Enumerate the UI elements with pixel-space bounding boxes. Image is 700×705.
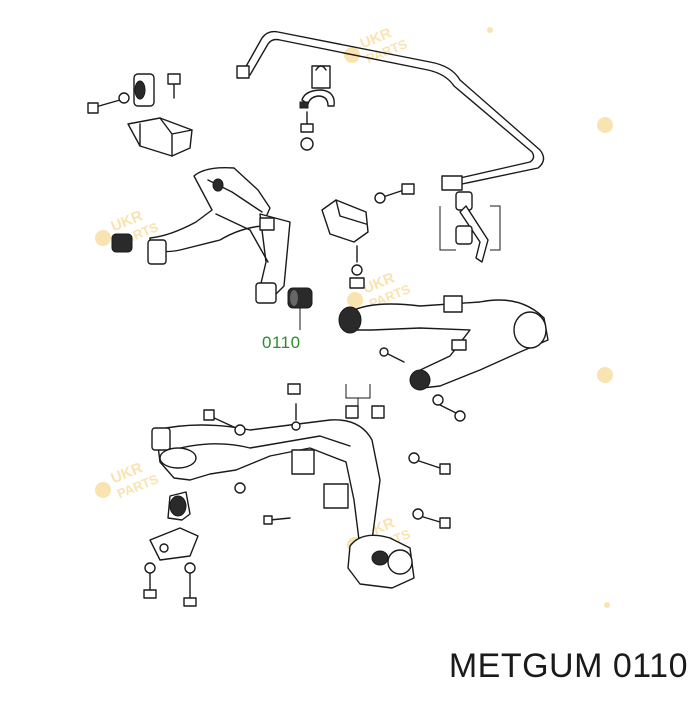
bar-bushing-clamp: [299, 65, 335, 151]
upper-wishbone: [111, 166, 291, 304]
drop-link: [439, 191, 501, 263]
rear-subframe: [151, 419, 415, 589]
anti-roll-bar: [236, 30, 545, 191]
subframe-fasteners: [203, 383, 451, 529]
lower-trailing-arm: [338, 295, 549, 422]
bushing-0110: [287, 287, 313, 330]
product-caption: METGUM 0110: [448, 647, 688, 685]
center-mount-bracket: [321, 183, 415, 289]
engine-mount: [143, 491, 199, 607]
mount-bracket: [87, 73, 193, 157]
part-number-label: 0110: [262, 333, 301, 352]
